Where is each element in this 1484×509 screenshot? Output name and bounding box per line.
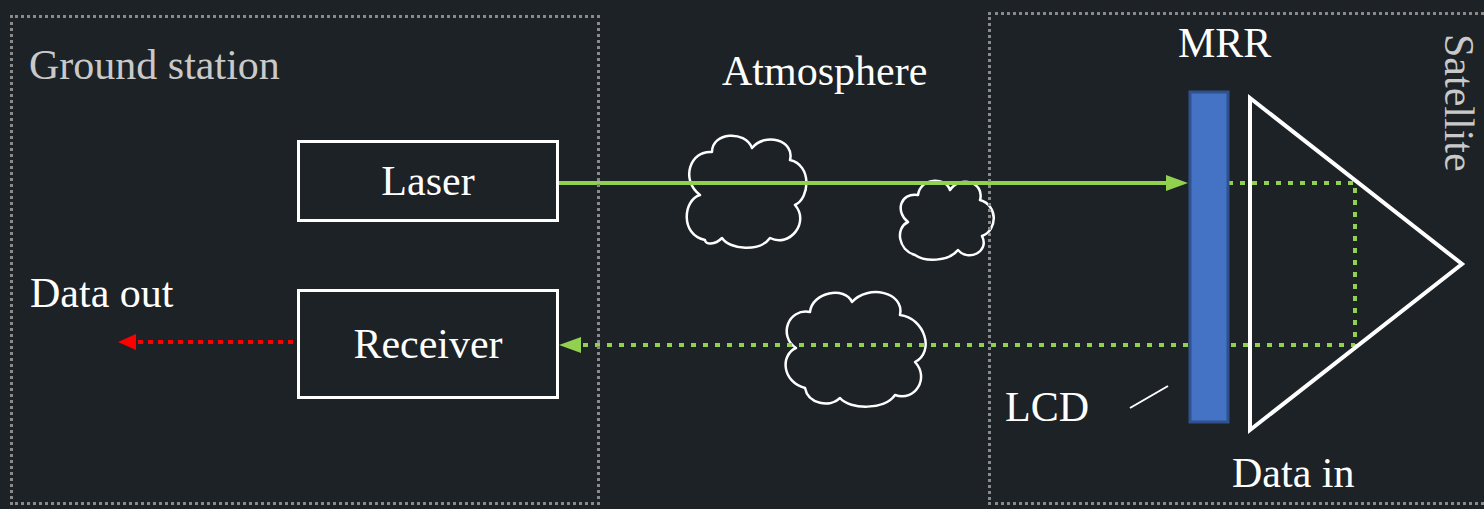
- box-label: Receiver: [353, 321, 502, 367]
- lcd-modulator: [1190, 92, 1228, 422]
- mrr-drawing: [1188, 20, 1470, 435]
- region-box: Ground stationLaserReceiver: [10, 15, 600, 505]
- box-label: Laser: [381, 158, 474, 204]
- process-box: Receiver: [297, 289, 559, 399]
- data-out-arrow: [132, 340, 293, 344]
- region-title: Ground station: [29, 42, 280, 88]
- arrowhead: [1166, 175, 1188, 191]
- annotation: LCD: [1005, 384, 1089, 430]
- process-box: Laser: [297, 140, 559, 222]
- beam-line: [579, 343, 1188, 347]
- leader-line: [1130, 386, 1168, 408]
- region-title: Satellite: [1436, 34, 1482, 172]
- retroreflector: MRR: [1188, 20, 1470, 435]
- clouds: [687, 136, 994, 407]
- annotation: Data in: [1232, 450, 1354, 496]
- annotation: Data out: [30, 270, 173, 316]
- light-beam: [559, 337, 1188, 353]
- internal-path: [1228, 183, 1355, 345]
- beam-line: [559, 181, 1168, 185]
- corner-cube: [1250, 98, 1462, 430]
- region-box: SatelliteMRR: [988, 12, 1484, 505]
- arrowhead: [118, 334, 136, 350]
- light-beam: [559, 175, 1188, 191]
- annotation: Atmosphere: [722, 48, 927, 94]
- arrowhead: [559, 337, 581, 353]
- region-title: MRR: [1178, 20, 1271, 66]
